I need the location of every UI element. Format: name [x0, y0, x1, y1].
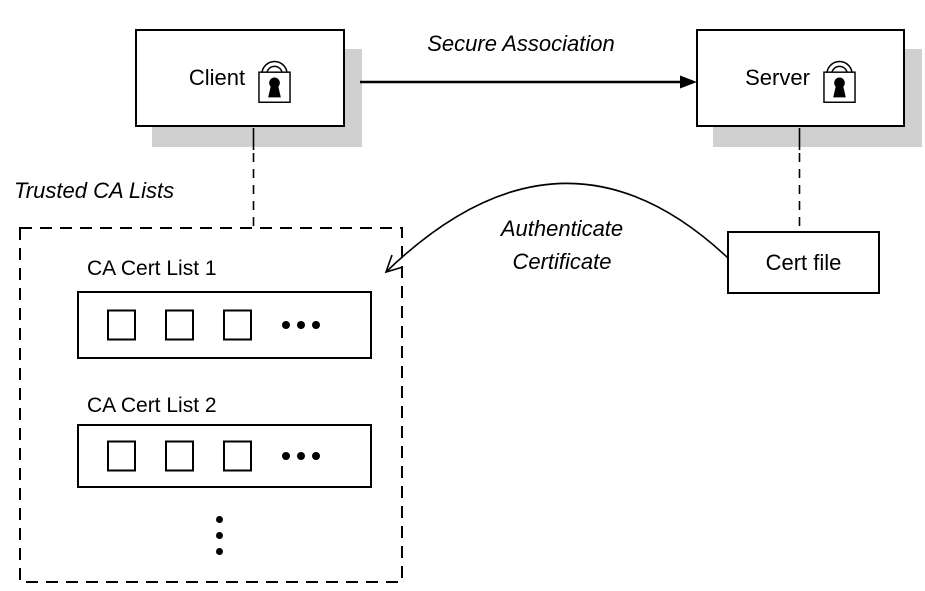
server-label: Server [745, 65, 810, 90]
cert-slot [165, 309, 194, 341]
ca-cert-list-2-label: CA Cert List 2 [87, 394, 217, 417]
secure-association-arrow [360, 75, 697, 89]
secure-association-label: Secure Association [427, 31, 615, 56]
more-lists-ellipsis-icon [216, 516, 223, 555]
server-node-content: Server [745, 52, 856, 104]
authenticate-certificate-label: Authenticate Certificate [462, 212, 662, 278]
ca-cert-list-1-label: CA Cert List 1 [87, 257, 217, 280]
cert-slot [165, 440, 194, 472]
client-label: Client [188, 65, 246, 90]
padlock-icon [823, 60, 856, 103]
open-arrowhead-icon [384, 254, 404, 274]
more-certs-ellipsis-icon [282, 321, 320, 329]
cert-slot [107, 309, 136, 341]
cert-slot [223, 309, 252, 341]
cert-slot [223, 440, 252, 472]
ca-cert-list-1-strip [77, 291, 372, 359]
cert-file-label: Cert file [765, 249, 842, 275]
client-node: Client [135, 29, 345, 127]
cert-slot [107, 440, 136, 472]
trusted-ca-lists-title: Trusted CA Lists [14, 178, 175, 203]
authenticate-label-line1: Authenticate [500, 216, 624, 241]
authenticate-label-line2: Certificate [512, 249, 612, 274]
padlock-icon [258, 60, 291, 103]
server-node: Server [696, 29, 905, 127]
arrowhead-icon [680, 75, 697, 89]
more-certs-ellipsis-icon [282, 452, 320, 460]
ca-cert-list-2-strip [77, 424, 372, 488]
cert-file-node: Cert file [727, 231, 880, 294]
client-node-content: Client [189, 52, 291, 104]
